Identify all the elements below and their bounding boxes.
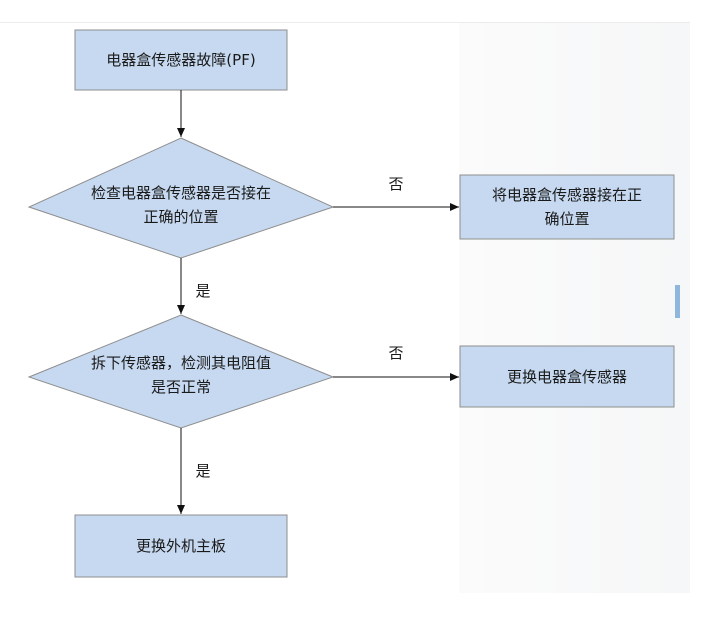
start-label: 电器盒传感器故障(PF) (106, 51, 256, 69)
d1-no-label: 否 (388, 175, 404, 193)
end-box (74, 514, 288, 578)
decision1-label: 检查电器盒传感器是否接在 正确的位置 (90, 184, 271, 226)
top-divider (0, 22, 690, 23)
background-panel (459, 23, 690, 593)
d1-yes-label: 是 (195, 282, 211, 300)
action1-box (459, 174, 675, 240)
start-box (74, 29, 288, 91)
d2-no-label: 否 (388, 344, 404, 362)
d2-yes-label: 是 (195, 462, 211, 480)
scroll-accent-bar (675, 285, 680, 318)
decision2-label: 拆下传感器，检测其电阻值 是否正常 (90, 354, 271, 396)
action2-box (459, 345, 675, 408)
action1-label: 将电器盒传感器接在正 确位置 (491, 186, 642, 228)
action2-label: 更换电器盒传感器 (506, 367, 627, 386)
end-label: 更换外机主板 (135, 537, 226, 555)
